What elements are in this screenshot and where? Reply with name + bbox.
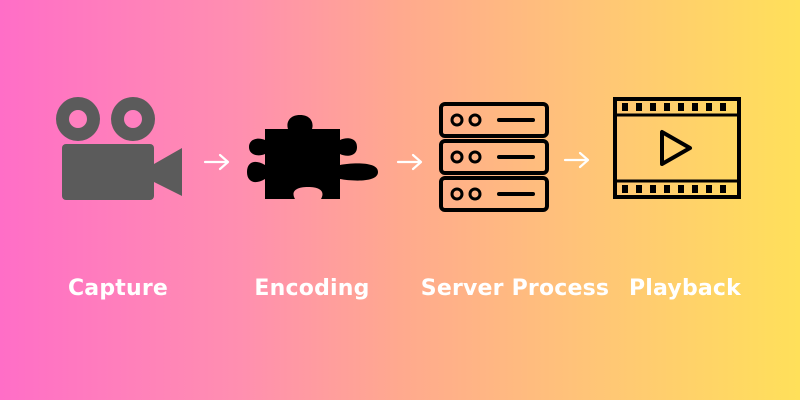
video-camera-icon bbox=[56, 97, 182, 200]
step-label-encoding: Encoding bbox=[254, 276, 370, 301]
film-play-icon bbox=[613, 97, 741, 199]
step-label-server-process: Server Process bbox=[420, 276, 610, 301]
arrow-right-icon bbox=[396, 153, 423, 171]
arrow-right-icon bbox=[203, 153, 230, 171]
server-icon bbox=[439, 102, 549, 212]
step-label-playback: Playback bbox=[628, 276, 742, 301]
arrow-right-icon bbox=[563, 151, 590, 169]
puzzle-piece-icon bbox=[247, 115, 378, 199]
step-label-capture: Capture bbox=[67, 276, 169, 301]
